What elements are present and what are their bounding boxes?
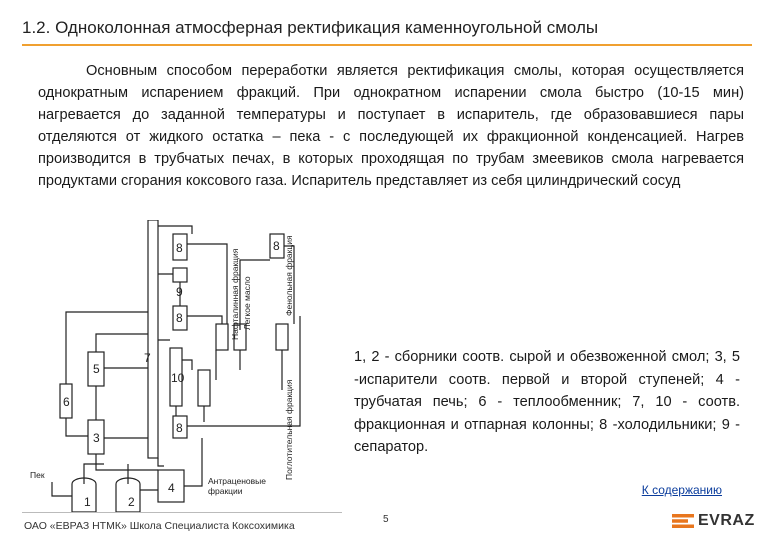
label-8a: 8 — [176, 241, 183, 255]
footer-divider — [22, 512, 342, 513]
label-naphthalene: Нафталинная фракция — [230, 248, 240, 340]
title-divider — [22, 44, 752, 46]
cooler-8d — [172, 415, 188, 439]
label-anthracene-2: фракции — [208, 486, 243, 496]
diagram-caption: 1, 2 - сборники соотв. сырой и обезвожен… — [354, 349, 740, 455]
label-3: 3 — [93, 431, 100, 445]
separator-9 — [172, 267, 188, 283]
label-8c: 8 — [273, 239, 280, 253]
tank-1 — [71, 477, 97, 512]
label-8d: 8 — [176, 421, 183, 435]
evraz-logo: EVRAZ — [672, 512, 755, 530]
cooler-8a — [172, 233, 188, 261]
label-1: 1 — [84, 495, 91, 509]
page-number: 5 — [383, 514, 389, 525]
label-pitch: Пек — [30, 470, 45, 480]
label-anthracene-1: Антраценовые — [208, 476, 266, 486]
label-6: 6 — [63, 395, 70, 409]
slide-title: 1.2. Одноколонная атмосферная ректификац… — [22, 18, 599, 37]
process-flow-diagram: 1 2 3 4 5 6 7 8 8 8 8 9 10 Нафталинная ф… — [30, 220, 301, 512]
label-5: 5 — [93, 362, 100, 376]
footer-organization: ОАО «ЕВРАЗ НТМК» Школа Специалиста Коксо… — [24, 520, 295, 532]
body-paragraph: Основным способом переработки является р… — [38, 63, 744, 189]
label-9: 9 — [176, 285, 183, 299]
label-phenol: Фенольная фракция — [284, 235, 294, 316]
label-4: 4 — [168, 481, 175, 495]
column-7 — [147, 220, 159, 459]
label-8b: 8 — [176, 311, 183, 325]
label-10: 10 — [171, 371, 185, 385]
label-7: 7 — [144, 351, 151, 365]
label-absorption: Поглотительная фракция — [284, 379, 294, 480]
evraz-logo-icon — [672, 514, 694, 528]
label-2: 2 — [128, 495, 135, 509]
label-light-oil: Легкое масло — [242, 276, 252, 330]
toc-link[interactable]: К содержанию — [641, 483, 722, 497]
logo-text: EVRAZ — [698, 512, 755, 529]
tank-2 — [115, 477, 141, 512]
